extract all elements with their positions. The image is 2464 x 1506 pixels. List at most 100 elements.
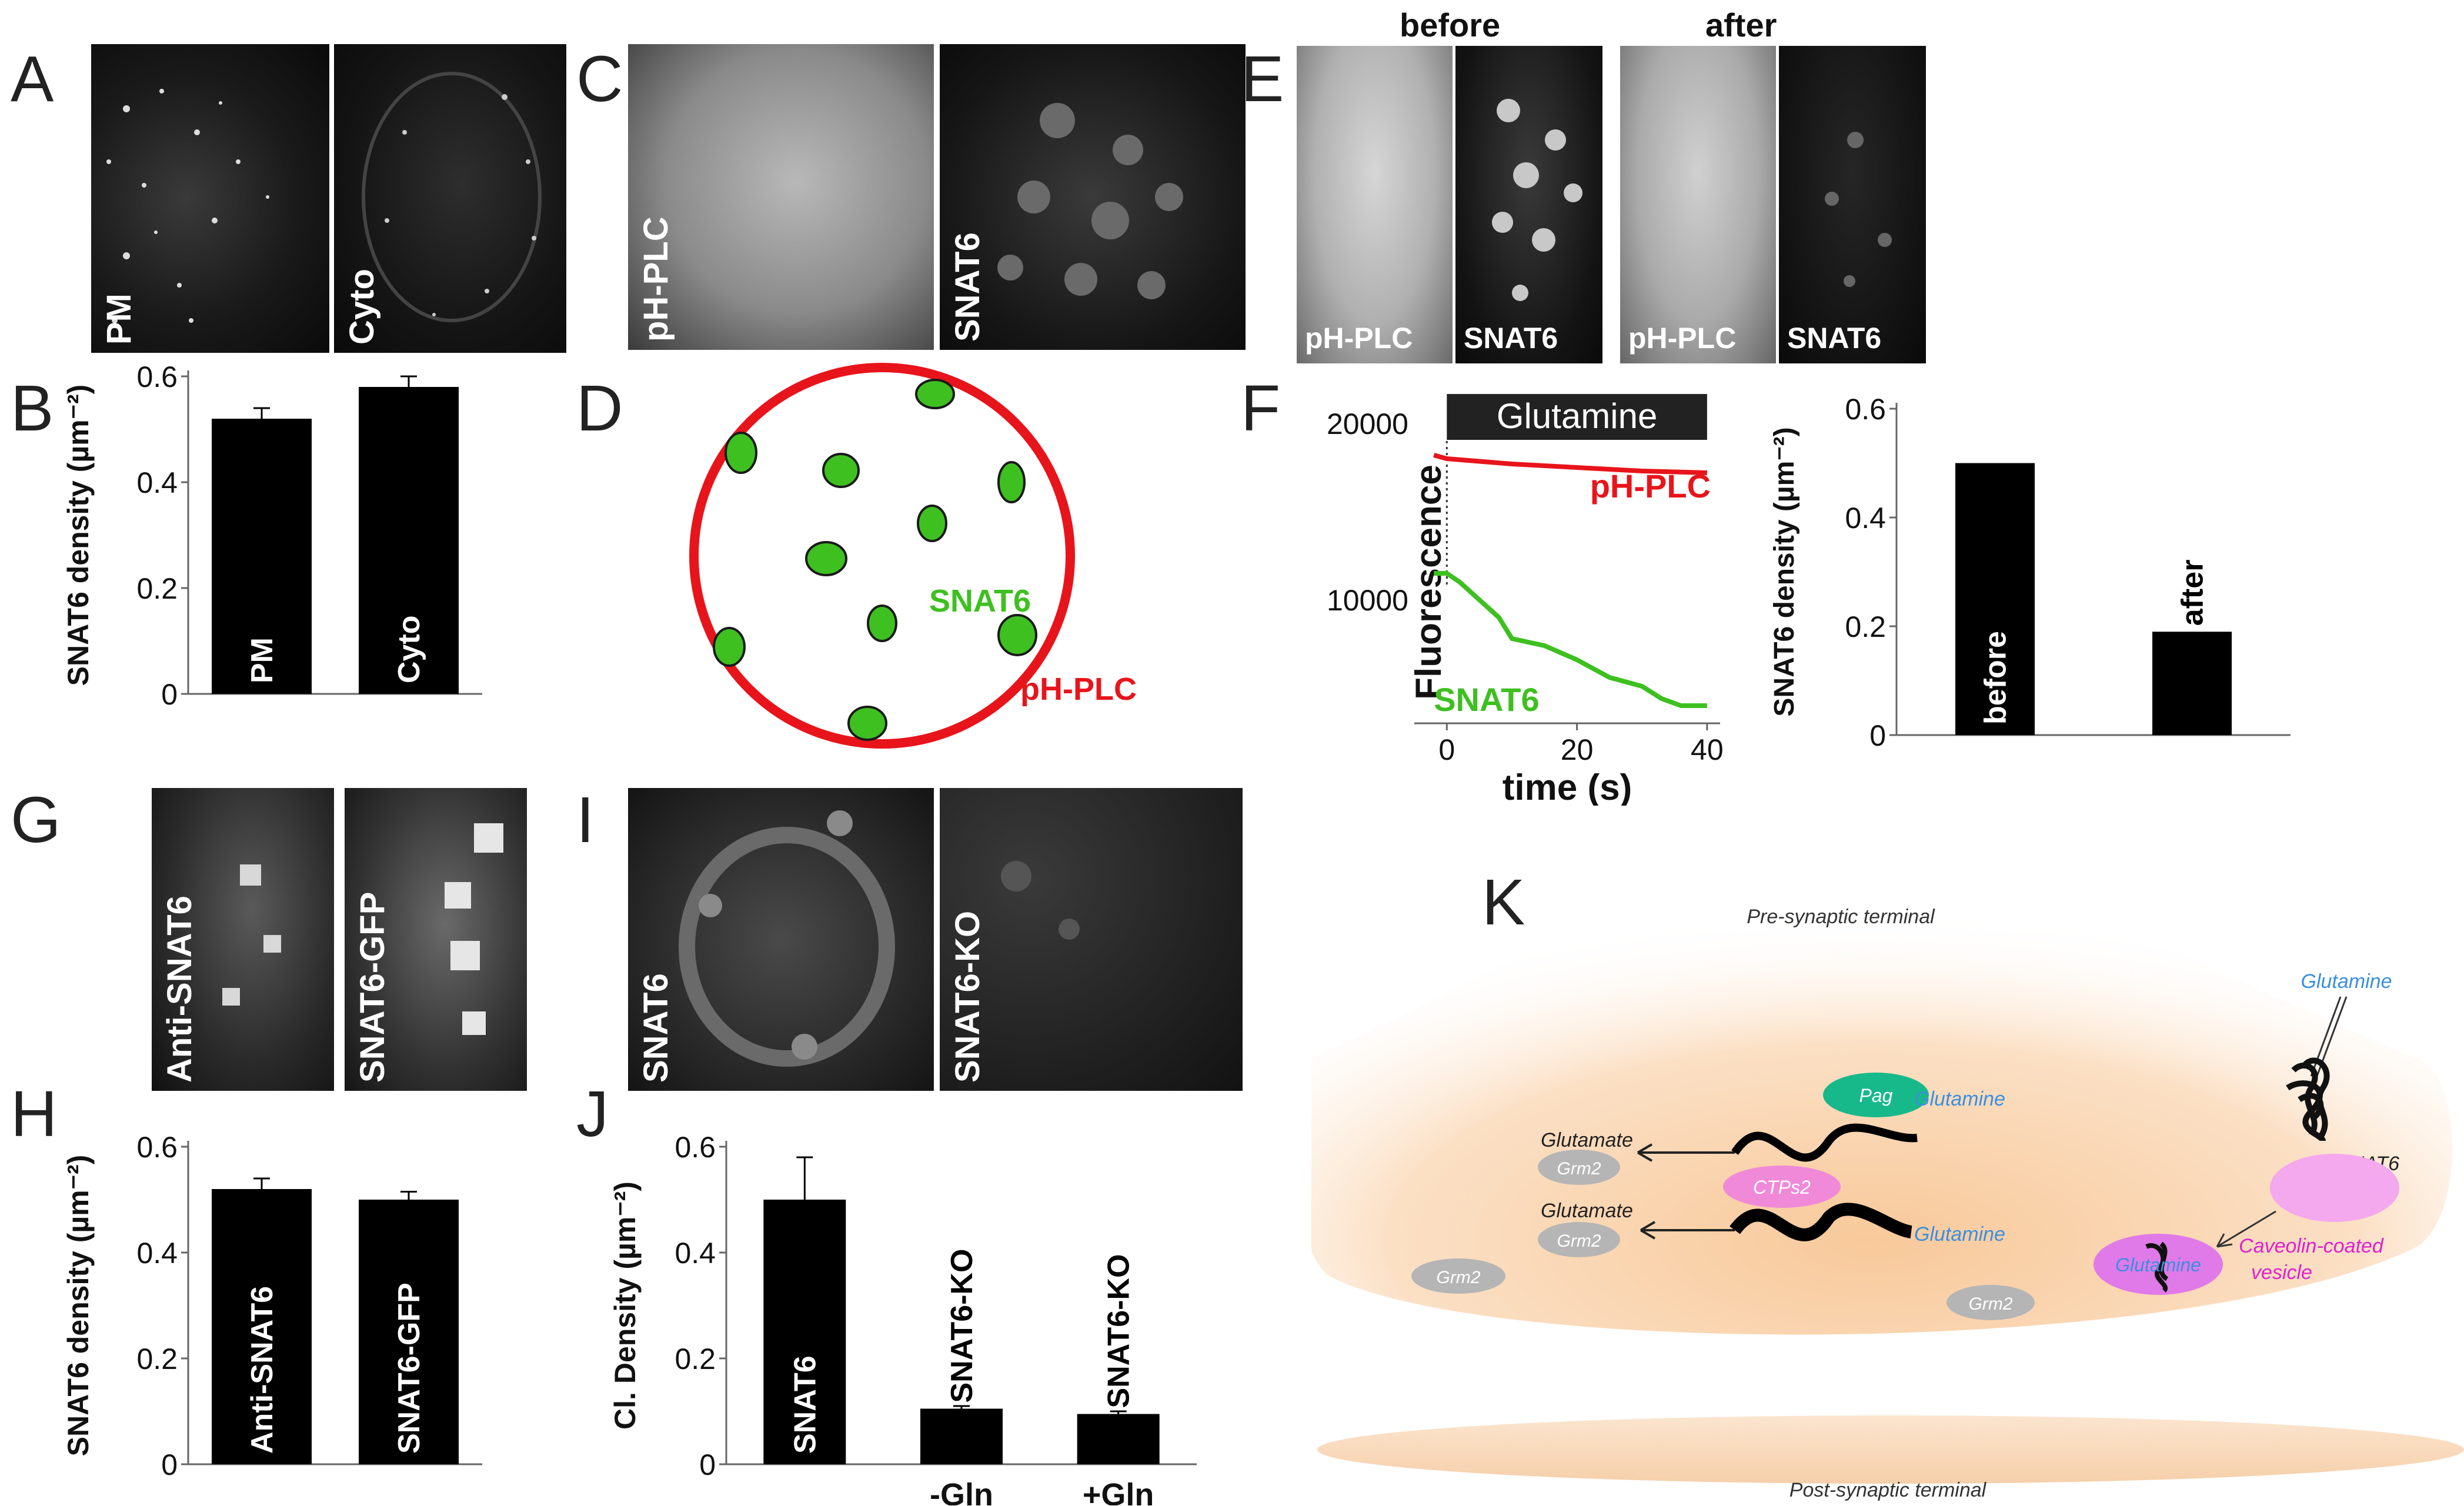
label-glutamine-3: Glutamine [2301, 970, 2392, 993]
label-i-snat6: SNAT6 [637, 973, 675, 1083]
bar [212, 419, 312, 694]
label-glutamate-2: Glutamate [1541, 1200, 1633, 1222]
bar-label: before [1979, 631, 2013, 724]
label-pag: Pag [1859, 1085, 1893, 1106]
micrograph-g-anti: Anti-SNAT6 [152, 788, 334, 1091]
series-label-snat6: SNAT6 [1434, 681, 1539, 718]
label-d-phplc: pH-PLC [1020, 672, 1137, 707]
puncta-e-before [1492, 99, 1582, 301]
label-glutamate-1: Glutamate [1541, 1129, 1633, 1151]
bar-label: SNAT6-GFP [392, 1283, 426, 1454]
micrograph-e-snat6-after: SNAT6 [1779, 46, 1926, 363]
diagram-d: SNAT6 pH-PLC [689, 363, 1137, 749]
y-tick-label: 0.4 [136, 1237, 178, 1270]
panel-letter-i: I [576, 784, 595, 856]
y-tick-label: 0.4 [136, 466, 178, 499]
y-tick-label: 0 [1869, 719, 1886, 752]
bar-label: SNAT6-KO [945, 1249, 979, 1403]
y-tick-label: 0.6 [136, 1131, 178, 1164]
label-glutamine-2: Glutamine [1914, 1223, 2005, 1245]
panel-letter-j: J [576, 1078, 609, 1150]
label-presynaptic: Pre-synaptic terminal [1747, 906, 1935, 928]
endocytosed-vesicle [2094, 1234, 2223, 1295]
panel-letter-d: D [576, 372, 623, 445]
label-caveolin-2: vesicle [2251, 1261, 2312, 1284]
glutamine-bar-label: Glutamine [1497, 396, 1657, 436]
y-tick-label: 10000 [1327, 584, 1408, 617]
label-ctps2: CTPs2 [1753, 1177, 1811, 1198]
bar [763, 1200, 846, 1464]
puncta-i-snat6 [679, 810, 895, 1067]
bar-label: Cyto [392, 615, 426, 683]
label-anti-snat6: Anti-SNAT6 [161, 896, 199, 1083]
glutamine-bar [1447, 394, 1707, 440]
grm2-receptor-2 [1538, 1222, 1620, 1257]
grm2-receptor-1 [1538, 1150, 1620, 1185]
label-cyto: Cyto [343, 269, 381, 345]
panel-letter-e: E [1241, 43, 1284, 115]
y-axis-label: Fluorescence [1408, 465, 1449, 700]
micrograph-i-ko: SNAT6-KO [940, 788, 1243, 1091]
bar [359, 1200, 459, 1464]
bar-label: SNAT6-KO [1102, 1254, 1136, 1408]
puncta-e-after [1825, 132, 1892, 287]
label-c-phplc: pH-PLC [637, 216, 675, 342]
y-tick-label: 0.6 [136, 360, 178, 393]
y-axis-label: SNAT6 density (µm⁻²) [62, 1155, 95, 1457]
caveolin-vesicle [2270, 1154, 2399, 1222]
micrograph-e-phplc-before: pH-PLC [1297, 46, 1453, 363]
y-axis-label: Cl. Density (µm⁻²) [609, 1181, 642, 1430]
label-glutamine-1: Glutamine [1914, 1088, 2005, 1110]
label-grm2-4: Grm2 [1969, 1294, 2013, 1314]
label-grm2-1: Grm2 [1557, 1159, 1601, 1178]
label-caveolin-1: Caveolin-coated [2239, 1235, 2384, 1257]
ctps2-enzyme [1723, 1166, 1841, 1208]
puncta-a-cyto [362, 72, 542, 322]
bar-label: Anti-SNAT6 [245, 1286, 279, 1454]
series-line-ph-plc [1433, 453, 1708, 475]
label-grm2-3: Grm2 [1437, 1268, 1481, 1287]
bar-sublabel: +Gln [1083, 1477, 1154, 1505]
y-tick-label: 0.6 [1845, 393, 1886, 426]
label-snat6-gfp: SNAT6-GFP [353, 891, 392, 1083]
label-pm: PM [100, 293, 138, 345]
chart-j: 00.20.40.6Cl. Density (µm⁻²)SNAT6SNAT6-K… [609, 1131, 1197, 1505]
label-e-1: pH-PLC [1305, 322, 1413, 355]
postsynaptic-terminal [1317, 1415, 2464, 1484]
snat6-transporter [2286, 1057, 2330, 1142]
label-c-snat6: SNAT6 [949, 232, 987, 342]
puncta-g-anti [222, 864, 281, 1006]
bar-label: after [2176, 560, 2210, 626]
label-d-snat6: SNAT6 [929, 583, 1031, 619]
y-tick-label: 0.2 [136, 572, 178, 605]
y-tick-label: 0.4 [675, 1237, 716, 1270]
puncta-c-snat6 [997, 103, 1183, 299]
puncta-g-gfp [445, 823, 503, 1035]
x-tick-label: 40 [1691, 733, 1724, 766]
bar [920, 1408, 1003, 1464]
pag-enzyme-chain [1731, 1123, 1918, 1162]
micrograph-e-snat6-before: SNAT6 [1455, 46, 1602, 363]
y-tick-label: 0.4 [1845, 502, 1886, 535]
y-axis-label: SNAT6 density (µm⁻²) [62, 385, 95, 686]
y-tick-label: 20000 [1327, 408, 1408, 440]
bar-sublabel: -Gln [930, 1477, 993, 1505]
endocytosis-arrow [2216, 1210, 2276, 1248]
panel-letter-c: C [576, 43, 623, 115]
grm2-receptor-3 [1411, 1258, 1505, 1294]
bar [1955, 463, 2035, 735]
y-tick-label: 0 [699, 1448, 716, 1481]
micrograph-i-snat6: SNAT6 [628, 788, 934, 1091]
pag-enzyme [1823, 1073, 1929, 1117]
micrograph-e-phplc-after: pH-PLC [1620, 46, 1776, 363]
y-tick-label: 0.2 [136, 1343, 178, 1375]
panel-letter-g: G [11, 784, 61, 856]
panel-letter-k: K [1482, 866, 1525, 939]
y-tick-label: 0.2 [1845, 610, 1886, 643]
puncta-a-pm [106, 89, 269, 323]
x-tick-label: 0 [1438, 733, 1455, 766]
panel-letter-b: B [11, 372, 54, 445]
ctps2-enzyme-chain [1730, 1203, 1913, 1241]
